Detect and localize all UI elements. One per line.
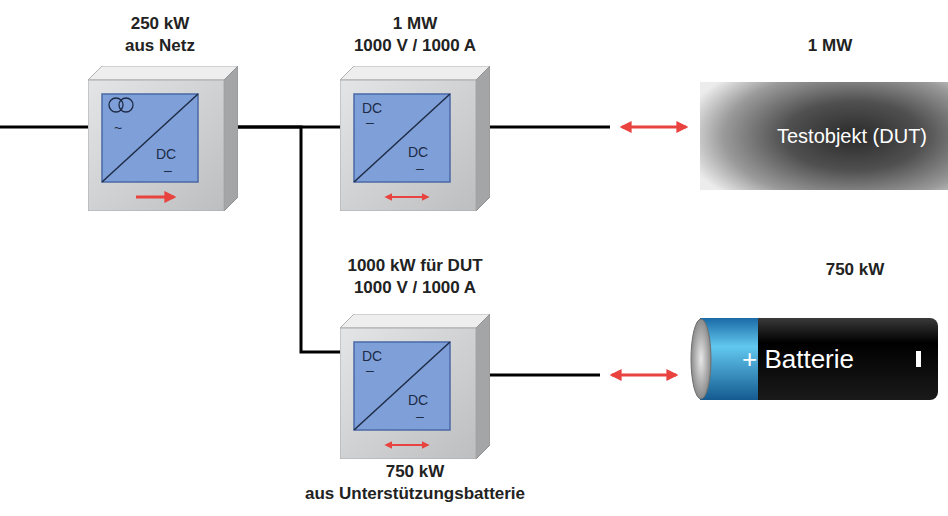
device-under-test: 1 MWTestobjekt (DUT) — [700, 82, 948, 190]
symbol-text: – — [408, 160, 432, 176]
converter-box: 1000 kW für DUT1000 V / 1000 ADC–DC–750 … — [340, 314, 490, 459]
conv-outline — [340, 66, 490, 211]
bus-line — [488, 374, 600, 377]
symbol-text: – — [358, 114, 382, 130]
grid-supply-line — [0, 126, 90, 129]
symbol-text: DC — [357, 100, 387, 116]
converter-symbol — [354, 94, 450, 182]
rating-label: 250 kW — [10, 14, 310, 34]
minus-terminal-mark — [916, 351, 921, 367]
bus-line — [236, 127, 342, 352]
rating-label: 750 kW — [755, 260, 948, 280]
box-side-face — [224, 66, 238, 211]
converter-box: 250 kWaus Netz~DC– — [88, 66, 238, 211]
box-top-face — [340, 66, 490, 80]
box-side-face — [476, 66, 490, 211]
symbol-text: DC — [403, 144, 433, 160]
power-connector — [488, 127, 686, 128]
rating-label: 1000 V / 1000 A — [255, 278, 575, 298]
power-connector — [236, 127, 342, 352]
converter-box: 1 MW1000 V / 1000 ADC–DC– — [340, 66, 490, 211]
rating-label: 1000 kW für DUT — [255, 256, 575, 276]
box-front-face — [340, 328, 476, 459]
rating-label: 1 MW — [255, 14, 575, 34]
symbol-text: DC — [357, 348, 387, 364]
flow-arrow — [386, 196, 428, 198]
symbol-text: – — [408, 408, 432, 424]
converter-symbol — [102, 94, 198, 182]
transformer-symbol — [119, 98, 133, 112]
rating-label: 1 MW — [730, 36, 930, 56]
device-label: Testobjekt (DUT) — [760, 124, 944, 148]
box-front-face — [88, 80, 224, 211]
flow-arrow — [386, 444, 428, 446]
rating-label: 1000 V / 1000 A — [255, 36, 575, 56]
symbol-diagonal — [354, 342, 450, 430]
box-front-face — [340, 80, 476, 211]
symbol-diagonal — [354, 94, 450, 182]
symbol-text: DC — [403, 392, 433, 408]
bus-line — [488, 126, 610, 129]
battery-body — [730, 318, 938, 400]
rating-label: aus Netz — [10, 36, 310, 56]
converter-symbol — [354, 342, 450, 430]
box-top-face — [88, 66, 238, 80]
rating-label: aus Unterstützungsbatterie — [255, 484, 575, 504]
symbol-text: DC — [151, 146, 181, 162]
power-flow-arrow — [622, 126, 686, 129]
battery-terminal-cap — [691, 319, 711, 399]
box-side-face — [476, 314, 490, 459]
rating-label: 750 kW — [255, 462, 575, 482]
symbol-text: – — [358, 362, 382, 378]
device-label: + Batterie — [742, 344, 902, 374]
conv-outline — [340, 314, 490, 459]
symbol-text: ~ — [106, 120, 130, 136]
conv-outline — [88, 66, 238, 211]
battery-shape: 750 kW+ Batterie — [690, 318, 940, 400]
flow-arrow — [136, 196, 174, 199]
symbol-text: – — [156, 162, 180, 178]
box-top-face — [340, 314, 490, 328]
power-flow-arrow — [612, 374, 676, 377]
power-connector — [488, 375, 676, 376]
symbol-diagonal — [102, 94, 198, 182]
